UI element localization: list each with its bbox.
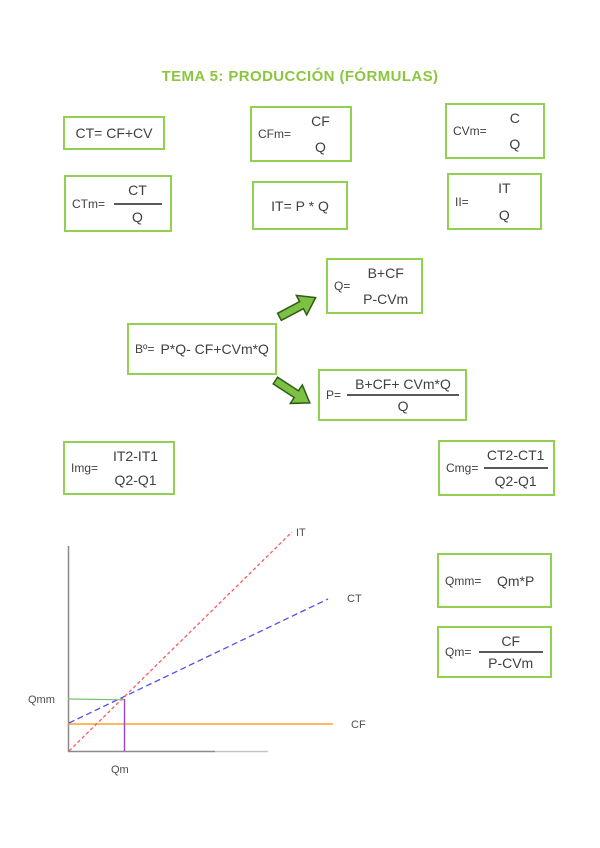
fraction-bar: [483, 467, 548, 469]
formula-box-p: P= B+CF+ CVm*Q Q: [318, 369, 467, 421]
arrow-down-right-icon: [272, 376, 311, 405]
formula-box-cmg: Cmg= CT2-CT1 Q2-Q1: [438, 440, 555, 496]
formula-label: II=: [455, 194, 469, 209]
fraction: CF P-CVm: [471, 628, 550, 676]
cf-line-label: CF: [351, 719, 366, 731]
fraction-bar: [478, 651, 543, 653]
formula-box-qmm: Qmm= Qm*P: [437, 553, 552, 608]
formula-label: CVm=: [453, 124, 487, 138]
numerator: CT2-CT1: [486, 447, 545, 463]
denominator: Q: [315, 139, 326, 155]
arrow-up-right-icon: [276, 294, 317, 322]
formula-label: Img=: [71, 461, 99, 475]
numerator: IT: [498, 180, 511, 196]
formula-text: IT= P * Q: [271, 197, 329, 214]
formula-text: P*Q- CF+CVm*Q: [160, 341, 269, 357]
formula-box-it: IT= P * Q: [252, 181, 348, 230]
formula-label: Qmm=: [445, 573, 482, 588]
it-line: [68, 531, 293, 752]
formula-box-beneficio: Bº= P*Q- CF+CVm*Q: [127, 323, 277, 375]
denominator: P-CVm: [363, 291, 409, 307]
qm-axis-label: Qm: [111, 764, 129, 776]
formula-box-q: Q= B+CF P-CVm: [326, 258, 423, 314]
formula-box-qm: Qm= CF P-CVm: [437, 626, 552, 678]
fraction: B+CF+ CVm*Q Q: [341, 371, 465, 419]
denominator: Q: [132, 209, 143, 225]
denominator: Q: [397, 398, 409, 414]
fraction-bar: [347, 394, 459, 396]
denominator: Q2-Q1: [494, 473, 537, 489]
ct-line-label: CT: [347, 593, 362, 605]
fraction: IT2-IT1 Q2-Q1: [98, 443, 173, 493]
formula-box-ct: CT= CF+CV: [63, 116, 165, 150]
it-line-label: IT: [296, 527, 306, 539]
fraction: C Q: [487, 105, 543, 157]
formula-label: Cmg=: [446, 461, 479, 475]
numerator: CT: [128, 182, 147, 198]
formula-label: Qm=: [445, 645, 472, 659]
formula-label: CFm=: [258, 127, 291, 141]
fraction: B+CF P-CVm: [350, 260, 421, 312]
formula-label: CTm=: [72, 196, 105, 211]
formula-box-ctm: CTm= CT Q: [64, 175, 172, 232]
fraction: CF Q: [291, 108, 350, 160]
numerator: B+CF+ CVm*Q: [355, 376, 451, 392]
ct-line: [68, 598, 329, 724]
formula-text: CT= CF+CV: [75, 125, 153, 141]
formula-label: P=: [326, 388, 342, 402]
denominator: Q: [498, 207, 510, 223]
fraction: CT Q: [105, 177, 170, 230]
fraction: IT Q: [469, 175, 540, 228]
formula-label: Q=: [334, 279, 351, 293]
formula-box-cvm: CVm= C Q: [445, 103, 545, 159]
break-even-chart: IT CT CF Qmm Qm: [28, 527, 366, 776]
denominator: P-CVm: [488, 655, 534, 671]
page-title: TEMA 5: PRODUCCIÓN (FÓRMULAS): [161, 68, 439, 85]
formula-label: Bº=: [135, 342, 155, 356]
formula-box-img: Img= IT2-IT1 Q2-Q1: [63, 441, 175, 495]
numerator: CF: [501, 633, 520, 649]
formula-box-cfm: CFm= CF Q: [250, 106, 352, 162]
denominator: Q2-Q1: [114, 472, 157, 488]
qmm-guide-line: [67, 698, 125, 701]
numerator: C: [509, 110, 520, 126]
formula-text: Qm*P: [497, 572, 535, 589]
numerator: B+CF: [367, 265, 404, 281]
fraction: CT2-CT1 Q2-Q1: [478, 442, 553, 494]
numerator: IT2-IT1: [112, 448, 159, 464]
fraction-bar: [113, 202, 162, 205]
formula-box-ii: II= IT Q: [447, 173, 542, 230]
numerator: CF: [311, 113, 330, 129]
qmm-axis-label: Qmm: [28, 694, 55, 706]
denominator: Q: [509, 136, 521, 152]
